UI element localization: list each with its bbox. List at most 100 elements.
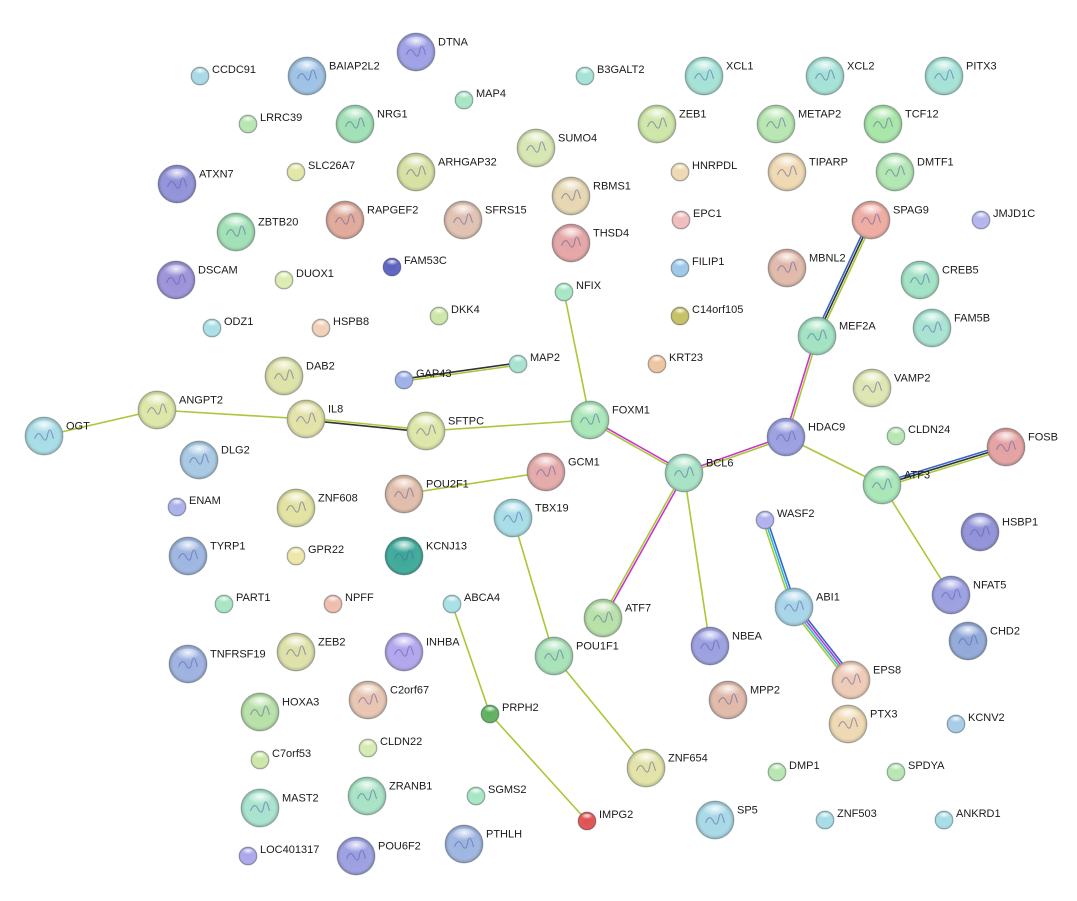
node-DUOX1[interactable]: DUOX1 [274,268,334,290]
node-MPP2[interactable]: MPP2 [708,680,780,720]
node-METAP2[interactable]: METAP2 [756,104,841,144]
node-ZNF654[interactable]: ZNF654 [626,748,708,788]
node-FAM5B[interactable]: FAM5B [912,308,990,348]
node-FOXM1[interactable]: FOXM1 [570,400,650,440]
node-ZNF608[interactable]: ZNF608 [276,488,358,528]
node-ZEB1[interactable]: ZEB1 [637,104,707,144]
node-DTNA[interactable]: DTNA [396,32,469,72]
node-CLDN22[interactable]: CLDN22 [358,736,422,758]
node-ATF7[interactable]: ATF7 [583,598,651,638]
node-MAST2[interactable]: MAST2 [240,788,319,828]
node-ZEB2[interactable]: ZEB2 [276,632,346,672]
node-MEF2A[interactable]: MEF2A [797,316,876,356]
node-ZBTB20[interactable]: ZBTB20 [216,212,298,252]
node-XCL2[interactable]: XCL2 [805,56,875,96]
node-SPAG9[interactable]: SPAG9 [851,200,929,240]
node-DLG2[interactable]: DLG2 [179,440,250,480]
node-ARHGAP32[interactable]: ARHGAP32 [396,152,497,192]
node-SP5[interactable]: SP5 [695,800,758,840]
node-SFTPC[interactable]: SFTPC [406,411,484,451]
node-ABI1[interactable]: ABI1 [774,587,840,627]
node-GPR22[interactable]: GPR22 [286,544,344,566]
node-C14orf105[interactable]: C14orf105 [670,304,743,326]
node-DAB2[interactable]: DAB2 [264,356,335,396]
node-IMPG2[interactable]: IMPG2 [577,809,633,831]
node-EPC1[interactable]: EPC1 [671,208,722,230]
node-B3GALT2[interactable]: B3GALT2 [575,64,645,86]
node-SGMS2[interactable]: SGMS2 [466,784,527,806]
node-FOSB[interactable]: FOSB [986,427,1058,467]
node-JMJD1C[interactable]: JMJD1C [971,208,1035,230]
node-FAM53C[interactable]: FAM53C [382,255,447,277]
node-MBNL2[interactable]: MBNL2 [767,248,846,288]
node-ODZ1[interactable]: ODZ1 [202,316,253,338]
node-XCL1[interactable]: XCL1 [684,56,754,96]
node-SUMO4[interactable]: SUMO4 [516,128,597,168]
node-DMTF1[interactable]: DMTF1 [875,152,954,192]
node-NBEA[interactable]: NBEA [690,626,763,666]
node-DMP1[interactable]: DMP1 [767,760,820,782]
node-HDAC9[interactable]: HDAC9 [766,417,845,457]
node-C7orf53[interactable]: C7orf53 [250,748,311,770]
node-HNRPDL[interactable]: HNRPDL [670,160,737,182]
node-HSPB8[interactable]: HSPB8 [311,316,369,338]
node-NRG1[interactable]: NRG1 [335,104,408,144]
node-SLC26A7[interactable]: SLC26A7 [286,160,355,182]
node-PART1[interactable]: PART1 [214,592,270,614]
node-ENAM[interactable]: ENAM [167,495,221,517]
node-PTHLH[interactable]: PTHLH [444,824,522,864]
node-GAP43[interactable]: GAP43 [394,368,451,390]
node-NFIX[interactable]: NFIX [554,280,602,302]
node-GCM1[interactable]: GCM1 [526,452,600,492]
node-PITX3[interactable]: PITX3 [924,56,997,96]
node-POU6F2[interactable]: POU6F2 [336,836,421,876]
node-DKK4[interactable]: DKK4 [429,304,480,326]
node-BAIAP2L2[interactable]: BAIAP2L2 [287,56,380,96]
node-ABCA4[interactable]: ABCA4 [442,592,500,614]
node-CCDC91[interactable]: CCDC91 [190,64,256,86]
node-NPFF[interactable]: NPFF [323,592,374,614]
node-PTX3[interactable]: PTX3 [828,704,898,744]
node-POU1F1[interactable]: POU1F1 [534,636,619,676]
node-HSBP1[interactable]: HSBP1 [960,512,1038,552]
node-ANKRD1[interactable]: ANKRD1 [934,808,1001,830]
node-TYRP1[interactable]: TYRP1 [168,536,245,576]
node-EPS8[interactable]: EPS8 [831,660,901,700]
node-ANGPT2[interactable]: ANGPT2 [137,390,223,430]
node-C2orf67[interactable]: C2orf67 [348,680,429,720]
node-IL8[interactable]: IL8 [286,399,343,439]
node-VAMP2[interactable]: VAMP2 [852,368,930,408]
node-MAP4[interactable]: MAP4 [454,88,506,110]
node-OGT[interactable]: OGT [24,416,90,456]
node-CREB5[interactable]: CREB5 [900,260,979,300]
node-FILIP1[interactable]: FILIP1 [670,256,724,278]
node-NFAT5[interactable]: NFAT5 [931,575,1006,615]
node-KCNJ13[interactable]: KCNJ13 [384,536,467,576]
node-ZRANB1[interactable]: ZRANB1 [347,776,432,816]
node-INHBA[interactable]: INHBA [384,632,460,672]
node-MAP2[interactable]: MAP2 [508,352,560,374]
node-HOXA3[interactable]: HOXA3 [240,692,319,732]
node-POU2F1[interactable]: POU2F1 [384,474,469,514]
node-KCNV2[interactable]: KCNV2 [946,712,1005,734]
node-SFRS15[interactable]: SFRS15 [443,200,527,240]
node-ATF3[interactable]: ATF3 [862,465,930,505]
node-TIPARP[interactable]: TIPARP [767,152,848,192]
node-DSCAM[interactable]: DSCAM [156,260,238,300]
node-ZNF503[interactable]: ZNF503 [815,808,877,830]
node-KRT23[interactable]: KRT23 [647,352,703,374]
node-TCF12[interactable]: TCF12 [863,104,939,144]
node-PRPH2[interactable]: PRPH2 [480,702,539,724]
node-RBMS1[interactable]: RBMS1 [551,176,631,216]
node-WASF2[interactable]: WASF2 [755,508,815,530]
node-LRRC39[interactable]: LRRC39 [238,112,302,134]
node-RAPGEF2[interactable]: RAPGEF2 [325,200,418,240]
node-TNFRSF19[interactable]: TNFRSF19 [168,644,266,684]
node-ATXN7[interactable]: ATXN7 [157,164,234,204]
node-SPDYA[interactable]: SPDYA [886,760,945,782]
node-LOC401317[interactable]: LOC401317 [238,844,319,866]
node-CLDN24[interactable]: CLDN24 [886,424,950,446]
node-THSD4[interactable]: THSD4 [551,223,629,263]
node-CHD2[interactable]: CHD2 [948,621,1020,661]
node-TBX19[interactable]: TBX19 [493,498,569,538]
